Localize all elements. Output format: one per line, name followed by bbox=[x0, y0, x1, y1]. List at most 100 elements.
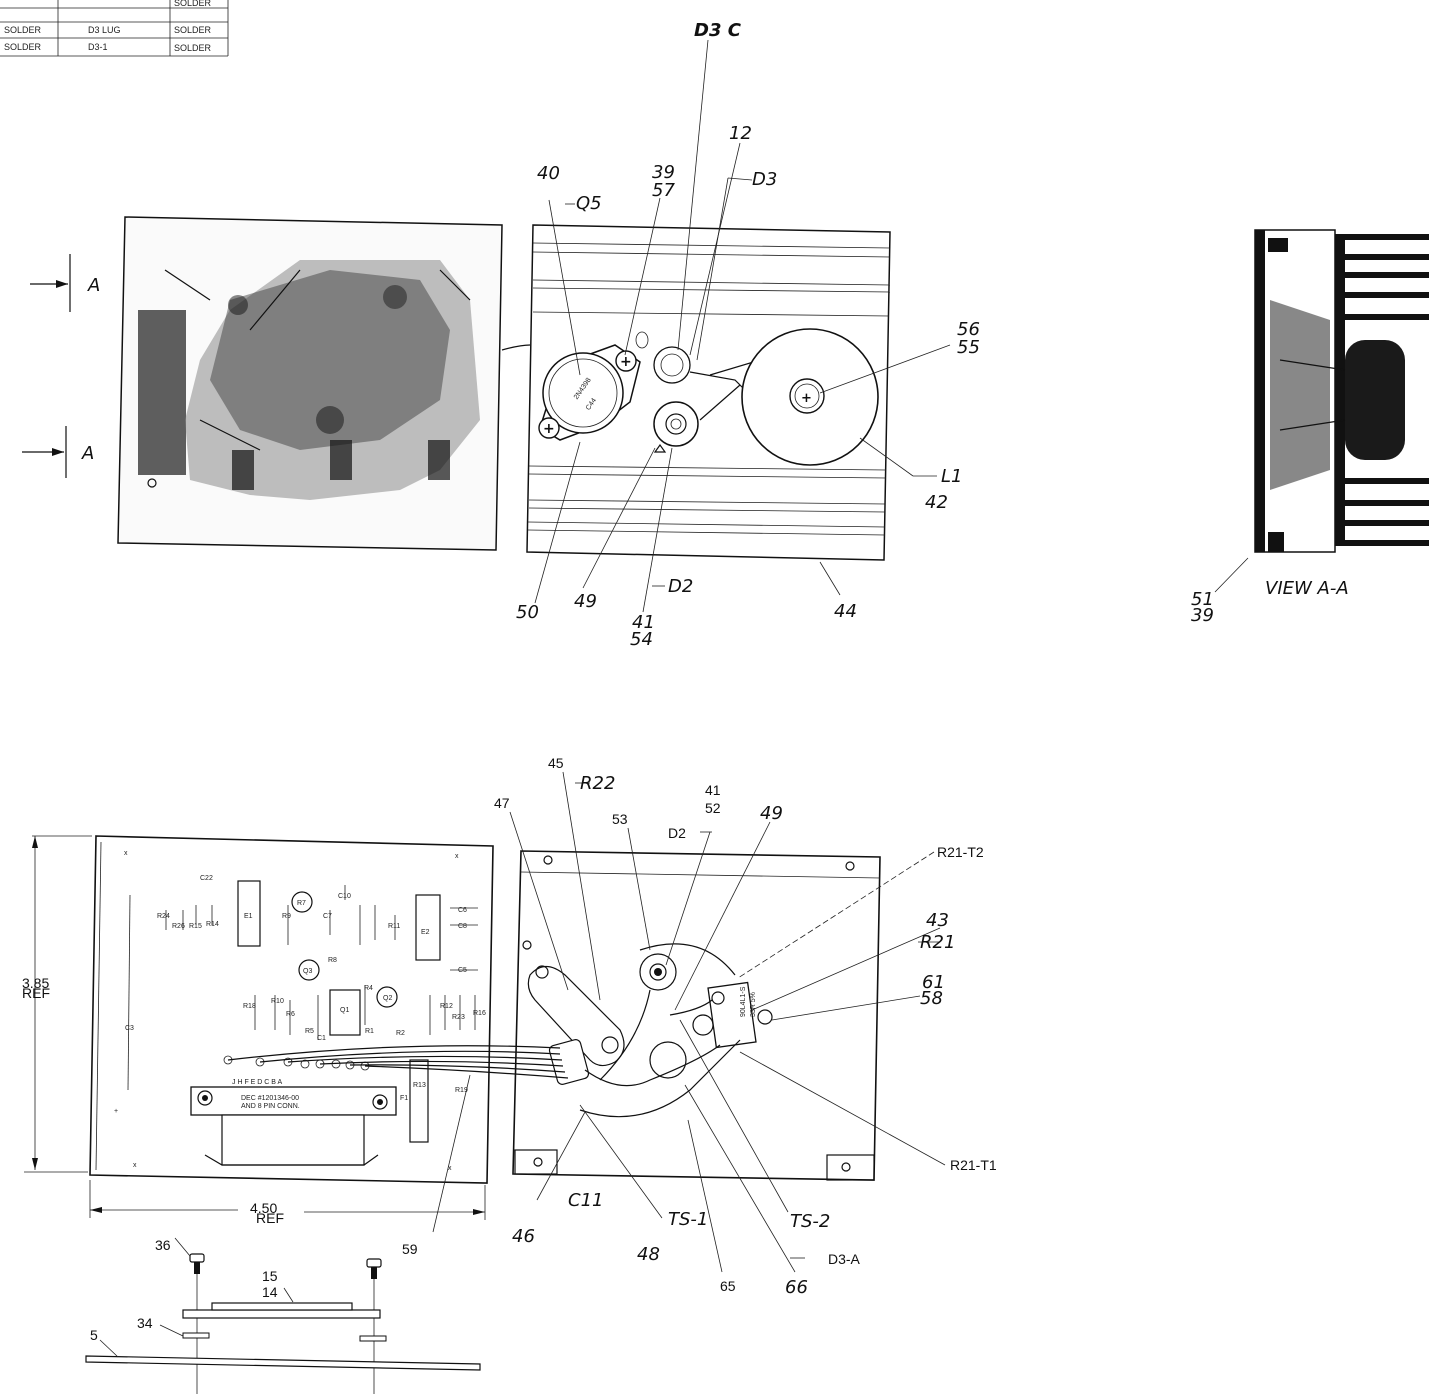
dim-width: 4.50 bbox=[250, 1200, 277, 1216]
callout-58: 58 bbox=[920, 988, 943, 1009]
bottom-leaders bbox=[432, 771, 946, 1273]
callout-d2: D2 bbox=[668, 825, 686, 841]
callout-41: 41 bbox=[705, 782, 721, 798]
svg-text:x: x bbox=[124, 850, 128, 857]
ref-label: R6 bbox=[286, 1011, 295, 1018]
ref-label: C22 bbox=[200, 875, 213, 882]
view-aa: VIEW A-A 51 39 bbox=[1191, 229, 1429, 626]
svg-text:+: + bbox=[543, 421, 555, 437]
section-markers: A A bbox=[22, 254, 100, 478]
bottom-callouts: 45 R22 47 41 52 53 D2 49 R21-T2 43 R21 6… bbox=[402, 755, 997, 1298]
mounting-hardware: 36 15 14 34 5 bbox=[85, 1237, 481, 1394]
connector-pins: J H F E D C B A bbox=[232, 1079, 283, 1086]
top-callouts: D3 C 12 D3 40 Q5 39 57 56 55 L1 42 44 50… bbox=[516, 20, 980, 650]
callout-46: 46 bbox=[512, 1226, 535, 1247]
callout-59: 59 bbox=[402, 1241, 418, 1257]
callout-41: 41 bbox=[632, 612, 655, 633]
callout-66: 66 bbox=[785, 1277, 808, 1298]
callout-61: 61 bbox=[922, 972, 945, 993]
callout-12: 12 bbox=[729, 123, 752, 144]
callout-39: 39 bbox=[652, 162, 675, 183]
view-aa-title: VIEW A-A bbox=[1265, 578, 1349, 599]
callout-40: 40 bbox=[537, 163, 560, 184]
ref-label: R2 bbox=[396, 1030, 405, 1037]
ref-label: R9 bbox=[282, 913, 291, 920]
ref-label: R11 bbox=[388, 923, 400, 930]
callout-r21t1: R21-T1 bbox=[950, 1157, 997, 1173]
top-pcb-photo bbox=[117, 216, 531, 551]
svg-text:+: + bbox=[620, 354, 632, 370]
resistor-marking: 90L4L1-S bbox=[740, 986, 747, 1017]
table-cell: D3 LUG bbox=[88, 25, 121, 35]
ref-label: Q1 bbox=[340, 1007, 349, 1014]
transistor-q5: + + 2N4398 C44 bbox=[538, 331, 649, 441]
dim-height-ref: REF bbox=[22, 985, 50, 1001]
callout-44: 44 bbox=[834, 601, 857, 622]
callout-57: 57 bbox=[652, 180, 675, 201]
callout-43: 43 bbox=[926, 910, 949, 931]
ref-label: R12 bbox=[440, 1003, 453, 1010]
ref-label: R26 bbox=[172, 923, 185, 930]
table-cell: SOLDER bbox=[174, 0, 212, 8]
ref-label: R5 bbox=[305, 1028, 314, 1035]
bottom-heatsink: 90L4L1-S 33R 5% bbox=[512, 850, 881, 1181]
ref-label: R19 bbox=[455, 1087, 468, 1094]
ref-label: F1 bbox=[400, 1095, 408, 1102]
ref-label: R15 bbox=[189, 923, 202, 930]
callout-36: 36 bbox=[155, 1237, 171, 1253]
callout-48: 48 bbox=[637, 1244, 660, 1265]
ref-label: R10 bbox=[271, 998, 284, 1005]
ref-label: R7 bbox=[297, 900, 306, 907]
ref-label: R1 bbox=[365, 1028, 374, 1035]
callout-d3: D3 bbox=[752, 169, 777, 190]
ref-label: C7 bbox=[323, 913, 332, 920]
callout-14: 14 bbox=[262, 1284, 278, 1300]
svg-text:+: + bbox=[801, 391, 812, 406]
callout-56: 56 bbox=[957, 319, 980, 340]
ref-label: C8 bbox=[458, 923, 467, 930]
callout-ts1: TS-1 bbox=[668, 1209, 708, 1230]
callout-52: 52 bbox=[705, 800, 721, 816]
table-cell: D3-1 bbox=[88, 42, 108, 52]
callout-r22: R22 bbox=[580, 773, 615, 794]
callout-39: 39 bbox=[1191, 605, 1214, 626]
table-cell: SOLDER bbox=[4, 25, 42, 35]
callout-45: 45 bbox=[548, 755, 564, 771]
ref-label: C1 bbox=[317, 1035, 326, 1042]
ref-label: C10 bbox=[338, 893, 351, 900]
callout-ts2: TS-2 bbox=[790, 1211, 830, 1232]
ref-label: C5 bbox=[458, 967, 467, 974]
table-cell: SOLDER bbox=[174, 25, 212, 35]
dimensions: 3.85 REF 4.50 REF bbox=[22, 835, 486, 1226]
callout-34: 34 bbox=[137, 1315, 153, 1331]
callout-l1: L1 bbox=[941, 466, 962, 487]
connector-label: AND 8 PIN CONN. bbox=[241, 1103, 300, 1110]
table-cell: SOLDER bbox=[4, 42, 42, 52]
wire-harness bbox=[227, 1045, 569, 1079]
svg-text:x: x bbox=[448, 1165, 452, 1172]
callout-53: 53 bbox=[612, 811, 628, 827]
callout-65: 65 bbox=[720, 1278, 736, 1294]
callout-d3a: D3-A bbox=[828, 1251, 861, 1267]
callout-51: 51 bbox=[1191, 589, 1214, 610]
inductor-l1: + bbox=[741, 328, 879, 466]
section-label-a: A bbox=[87, 275, 100, 296]
wiring-table: SOLDER SOLDER D3 LUG SOLDER SOLDER D3-1 … bbox=[0, 0, 229, 57]
callout-50: 50 bbox=[516, 602, 539, 623]
callout-55: 55 bbox=[957, 337, 980, 358]
dim-height: 3.85 bbox=[22, 975, 49, 991]
ref-label: R18 bbox=[243, 1003, 256, 1010]
ref-label: R8 bbox=[328, 957, 337, 964]
callout-49: 49 bbox=[760, 803, 783, 824]
callout-47: 47 bbox=[494, 795, 510, 811]
ref-label: C6 bbox=[458, 907, 467, 914]
callout-c11: C11 bbox=[568, 1190, 603, 1211]
ref-label: E2 bbox=[421, 929, 430, 936]
top-heatsink bbox=[526, 224, 891, 561]
table-cell: SOLDER bbox=[174, 43, 212, 53]
callout-42: 42 bbox=[925, 492, 948, 513]
svg-text:+: + bbox=[114, 1108, 118, 1115]
svg-text:x: x bbox=[133, 1162, 137, 1169]
callout-r21t2: R21-T2 bbox=[937, 844, 984, 860]
